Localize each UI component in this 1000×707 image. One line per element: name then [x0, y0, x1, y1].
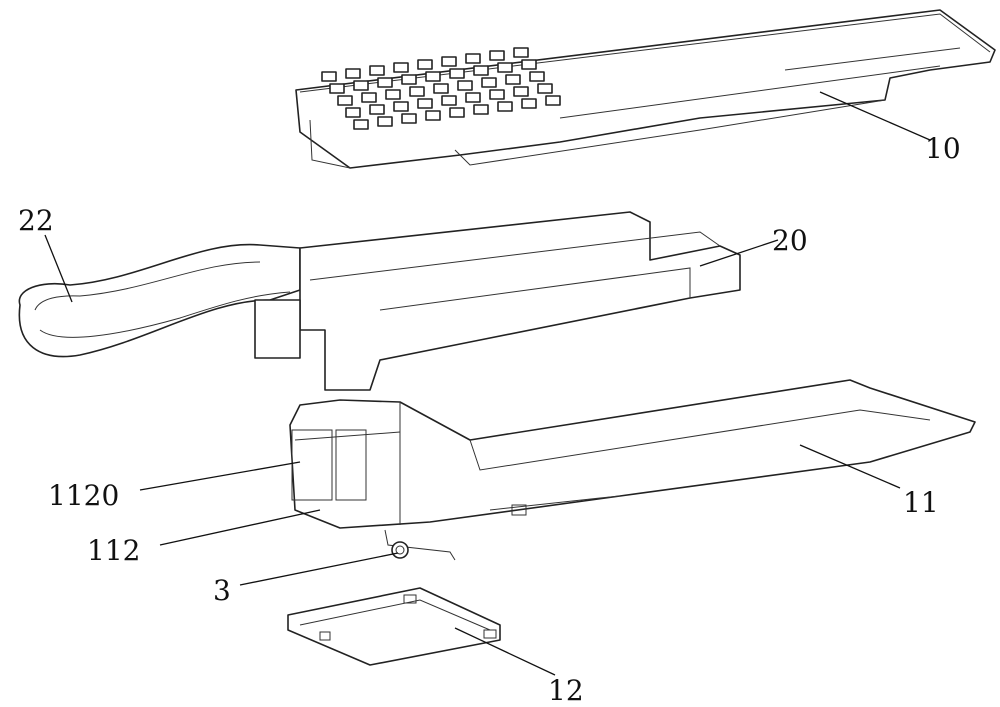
heat-sink-fin [442, 96, 456, 105]
base-housing-11 [290, 380, 975, 560]
heat-sink-fin [386, 90, 400, 99]
heat-sink-fin [522, 99, 536, 108]
heat-sink-fin [506, 75, 520, 84]
heat-sink-fin [442, 57, 456, 66]
heat-sink-fin [530, 72, 544, 81]
heat-sink-fin [370, 66, 384, 75]
heat-sink-fin [378, 78, 392, 87]
heat-sink-fin [546, 96, 560, 105]
heat-sink-fin [450, 69, 464, 78]
heat-sink-fin [322, 72, 336, 81]
heat-sink-fin [498, 102, 512, 111]
heat-sink-fin [402, 114, 416, 123]
label-11: 11 [903, 486, 939, 519]
heat-sink-fin [522, 60, 536, 69]
top-cover-10 [296, 10, 995, 168]
heat-sink-fin [498, 63, 512, 72]
heat-sink-fin [378, 117, 392, 126]
heat-sink-fin [362, 93, 376, 102]
heat-sink-fin [482, 78, 496, 87]
label-12: 12 [548, 674, 584, 707]
heat-sink-fin [346, 108, 360, 117]
label-1120: 1120 [48, 479, 119, 512]
label-10: 10 [925, 132, 961, 165]
heat-sink-fin [394, 63, 408, 72]
label-22: 22 [18, 204, 54, 237]
heat-sink-fin [330, 84, 344, 93]
heat-sink-fin [490, 90, 504, 99]
pull-handle-20 [19, 212, 740, 390]
heat-sink-fin [418, 60, 432, 69]
heat-sink-fin [466, 93, 480, 102]
heat-sink-fin [514, 48, 528, 57]
label-3: 3 [213, 574, 231, 607]
heat-sink-fin [538, 84, 552, 93]
heat-sink-fin [394, 102, 408, 111]
bottom-plate-12 [288, 588, 500, 665]
heat-sink-fin [370, 105, 384, 114]
label-112: 112 [87, 534, 140, 567]
heat-sink-fin [474, 66, 488, 75]
heat-sink-fin [514, 87, 528, 96]
leader-lines [45, 92, 930, 675]
heat-sink-fin [474, 105, 488, 114]
heat-sink-fin [354, 81, 368, 90]
heat-sink-fin [434, 84, 448, 93]
heat-sink-fin [418, 99, 432, 108]
heat-sink-fin [354, 120, 368, 129]
heat-sink-fin [466, 54, 480, 63]
heat-sink-fin [450, 108, 464, 117]
label-20: 20 [772, 224, 808, 257]
heat-sink-fin [490, 51, 504, 60]
heat-sink-fin [426, 111, 440, 120]
heat-sink-fin [338, 96, 352, 105]
heat-sink-fin [346, 69, 360, 78]
heat-sink-fin [410, 87, 424, 96]
heat-sink-fin [402, 75, 416, 84]
heat-sink-fin [426, 72, 440, 81]
heat-sink-fin [458, 81, 472, 90]
